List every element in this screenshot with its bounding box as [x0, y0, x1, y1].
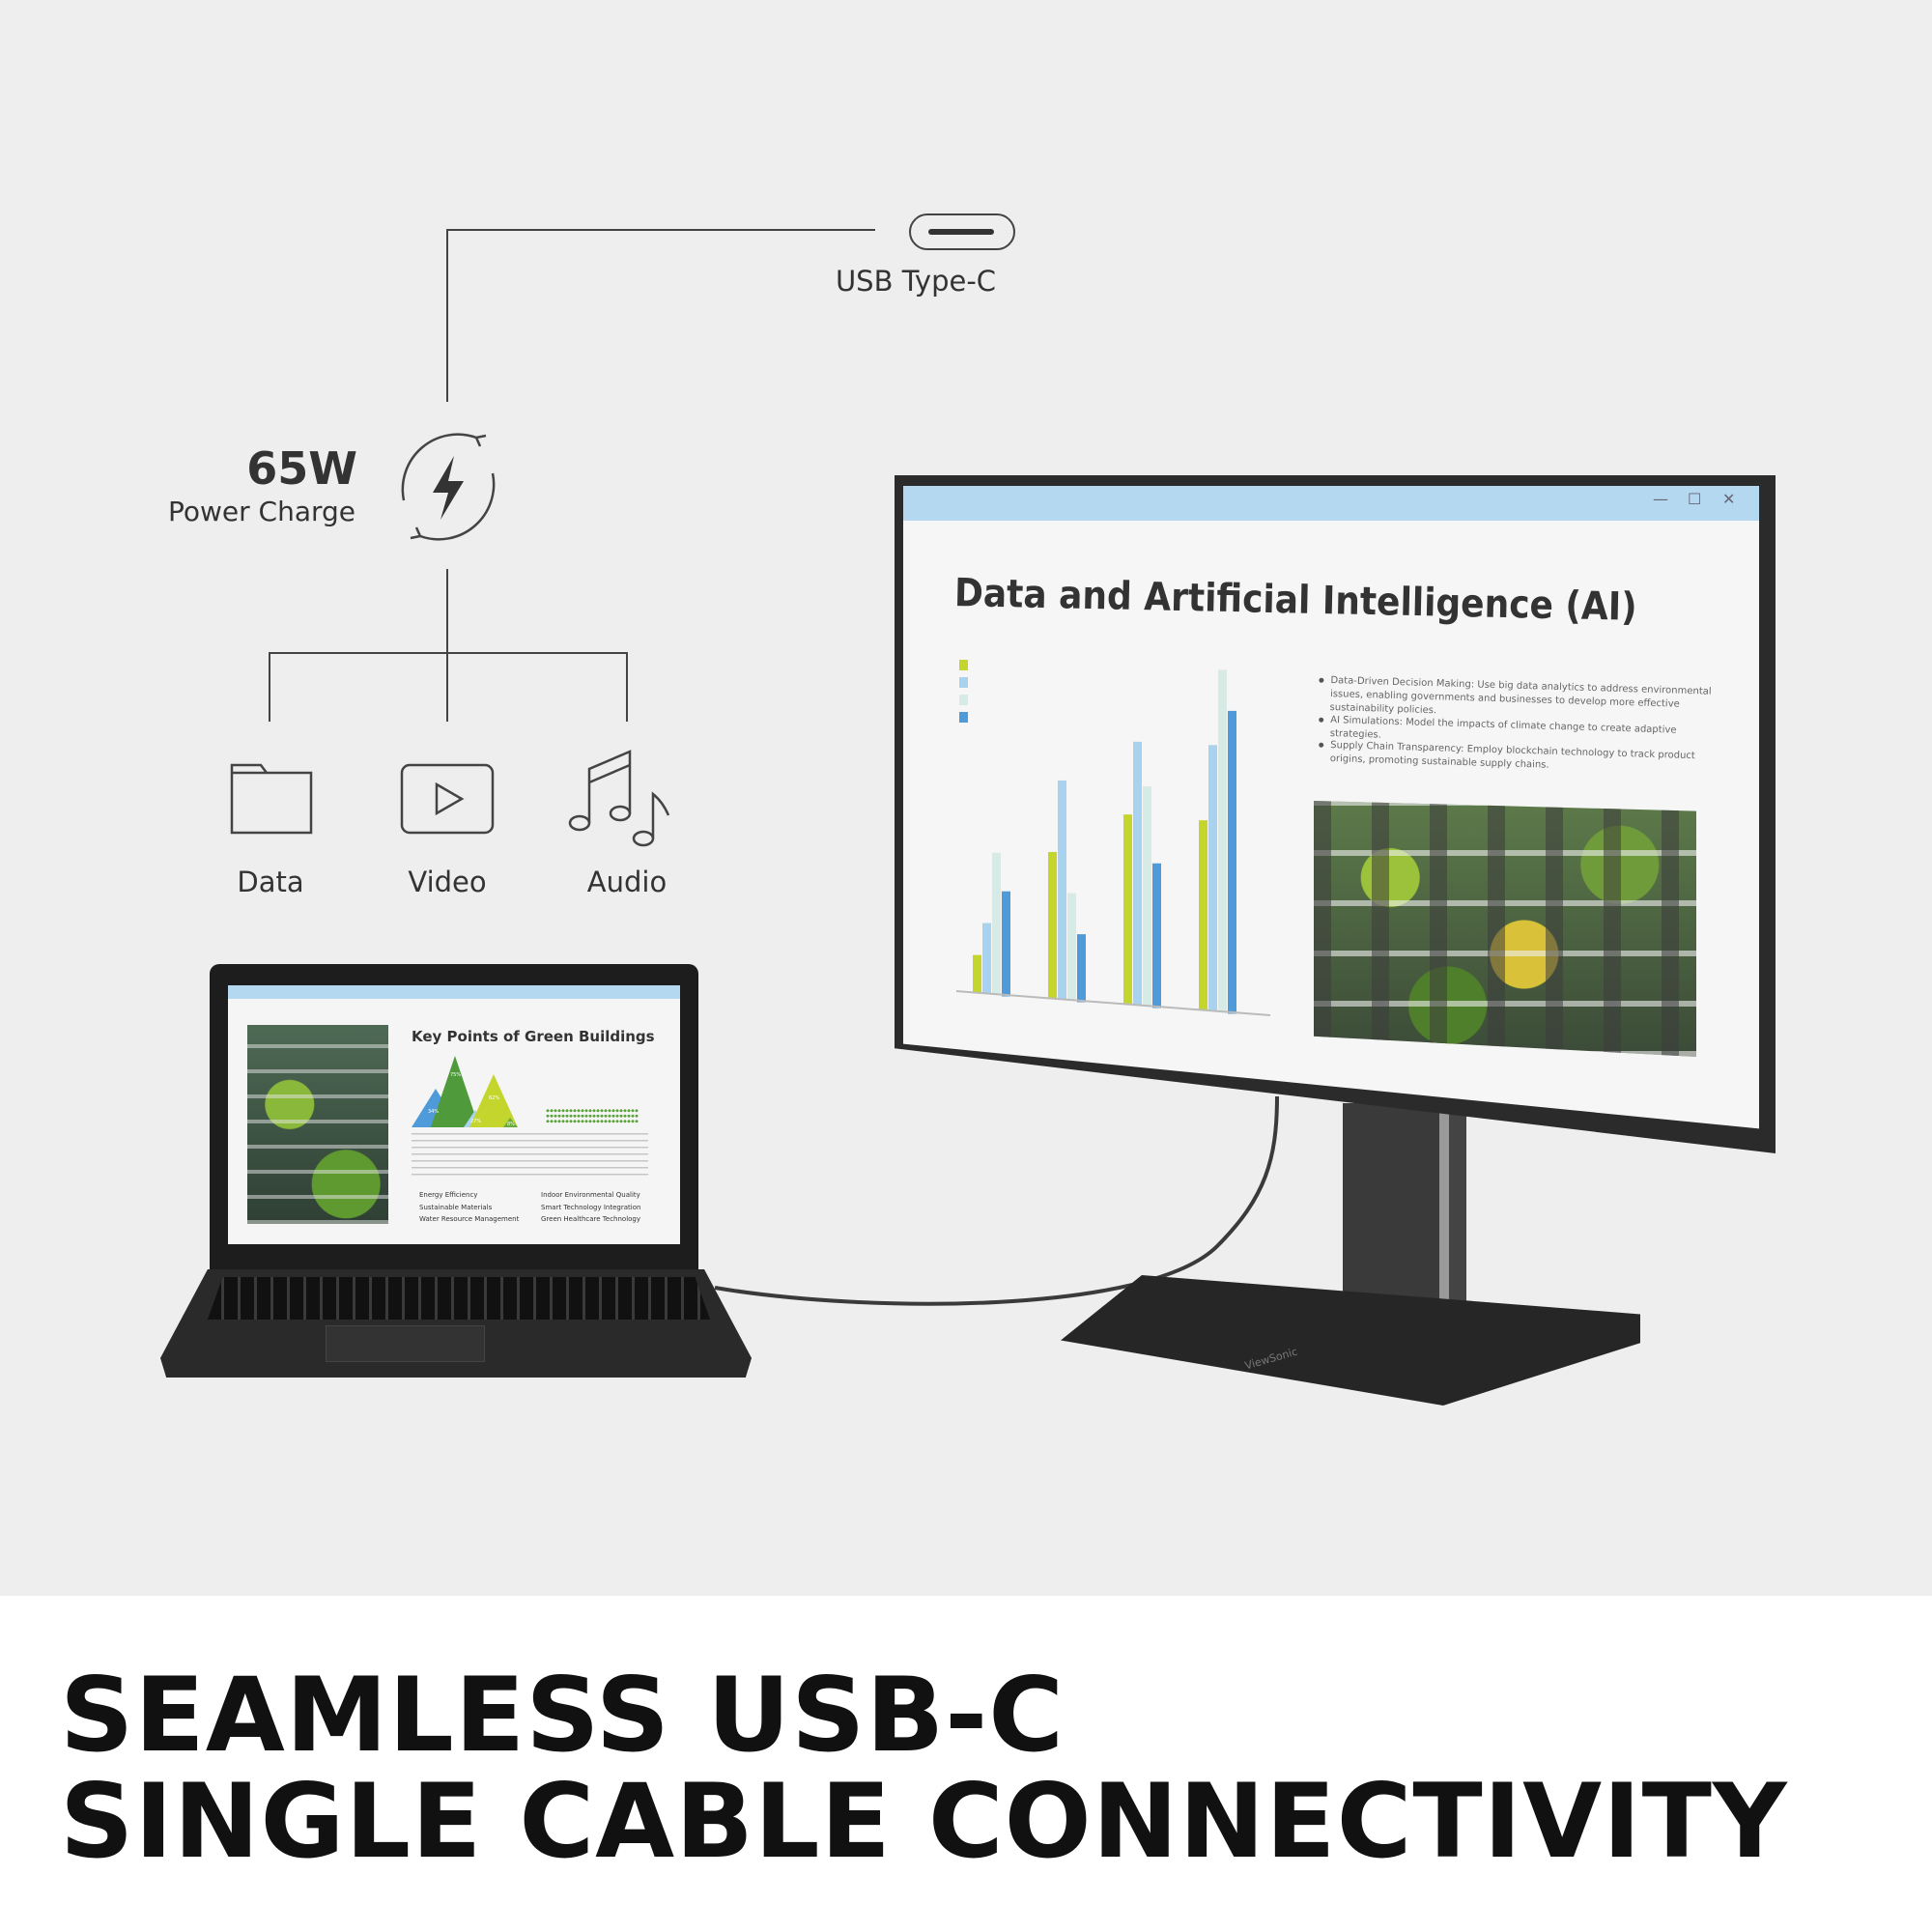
- bullet-item: Energy Efficiency: [419, 1191, 478, 1199]
- dot-matrix: [546, 1108, 639, 1124]
- usb-c-cable: [714, 1095, 1279, 1306]
- maximize-button[interactable]: ☐: [1688, 490, 1702, 508]
- usb-type-c-label: USB Type-C: [835, 265, 997, 298]
- triangle-label: 62%: [489, 1095, 499, 1101]
- bar: [1133, 741, 1142, 1006]
- legend-swatch: [959, 677, 968, 688]
- triangle-label: 34%: [428, 1109, 439, 1115]
- bar: [1199, 820, 1208, 1009]
- connector-line: [269, 652, 270, 722]
- folder-icon: [230, 763, 313, 835]
- bar: [973, 954, 981, 992]
- music-note-icon: [568, 750, 670, 847]
- triangle-chart: 75% 34% 27% 62% 8%: [412, 1056, 518, 1127]
- bullet-item: Smart Technology Integration: [541, 1204, 641, 1211]
- power-label: Power Charge: [167, 496, 355, 527]
- headline-line-2: SINGLE CABLE CONNECTIVITY: [60, 1762, 1788, 1881]
- body-text: [412, 1133, 648, 1178]
- connector-line: [446, 569, 448, 722]
- green-building-photo: [1314, 801, 1696, 1057]
- video-label: Video: [408, 866, 487, 898]
- legend-swatch: [959, 712, 968, 723]
- triangle-label: 8%: [507, 1122, 515, 1127]
- bar: [982, 923, 991, 994]
- usb-c-port-icon: [909, 213, 1015, 250]
- connector-line: [446, 229, 448, 402]
- bullet-item: Indoor Environmental Quality: [541, 1191, 640, 1199]
- laptop-trackpad[interactable]: [326, 1325, 485, 1362]
- headline-line-1: SEAMLESS USB-C: [60, 1656, 1065, 1775]
- window-titlebar: — ☐ ✕: [903, 486, 1759, 521]
- minimize-button[interactable]: —: [1653, 490, 1668, 508]
- bar: [1143, 786, 1151, 1007]
- laptop-keyboard[interactable]: [208, 1277, 710, 1320]
- bullet-item: Sustainable Materials: [419, 1204, 493, 1211]
- connector-line: [269, 652, 628, 654]
- triangle-label: 27%: [470, 1119, 481, 1124]
- legend-swatch: [959, 695, 968, 705]
- bar: [1218, 669, 1227, 1012]
- headline-band: SEAMLESS USB-C SINGLE CABLE CONNECTIVITY: [0, 1596, 1932, 1932]
- green-building-photo: [247, 1025, 388, 1224]
- power-value: 65W: [246, 442, 357, 495]
- legend-swatch: [959, 660, 968, 670]
- bar: [1228, 710, 1236, 1014]
- data-label: Data: [237, 866, 304, 898]
- x-axis: [955, 990, 1271, 1016]
- play-icon: [400, 763, 495, 835]
- bar-chart: [955, 660, 1271, 1016]
- bar: [1058, 780, 1066, 1000]
- laptop-screen: Key Points of Green Buildings 75% 34% 27…: [228, 985, 680, 1244]
- connector-line: [626, 652, 628, 722]
- bar: [1208, 745, 1217, 1011]
- charging-bolt-icon: [401, 433, 496, 541]
- brand-logo: ViewSonic: [1243, 1345, 1299, 1373]
- audio-label: Audio: [586, 866, 668, 898]
- bar: [992, 852, 1001, 995]
- window-titlebar: [228, 985, 680, 999]
- bar: [1123, 814, 1132, 1004]
- monitor-stand-neck: [1343, 1103, 1466, 1325]
- bar: [1077, 934, 1086, 1003]
- triangle-label: 75%: [450, 1072, 461, 1078]
- slide-title: Key Points of Green Buildings: [412, 1028, 655, 1045]
- bar: [1152, 863, 1161, 1009]
- bar: [1002, 891, 1010, 997]
- bullet-item: Green Healthcare Technology: [541, 1215, 641, 1223]
- connector-line: [447, 229, 875, 231]
- monitor-screen: — ☐ ✕ Data and Artificial Intelligence (…: [903, 486, 1759, 1129]
- bar: [1067, 893, 1076, 1001]
- bullet-item: Water Resource Management: [419, 1215, 520, 1223]
- bar: [1048, 851, 1057, 998]
- close-button[interactable]: ✕: [1722, 490, 1736, 508]
